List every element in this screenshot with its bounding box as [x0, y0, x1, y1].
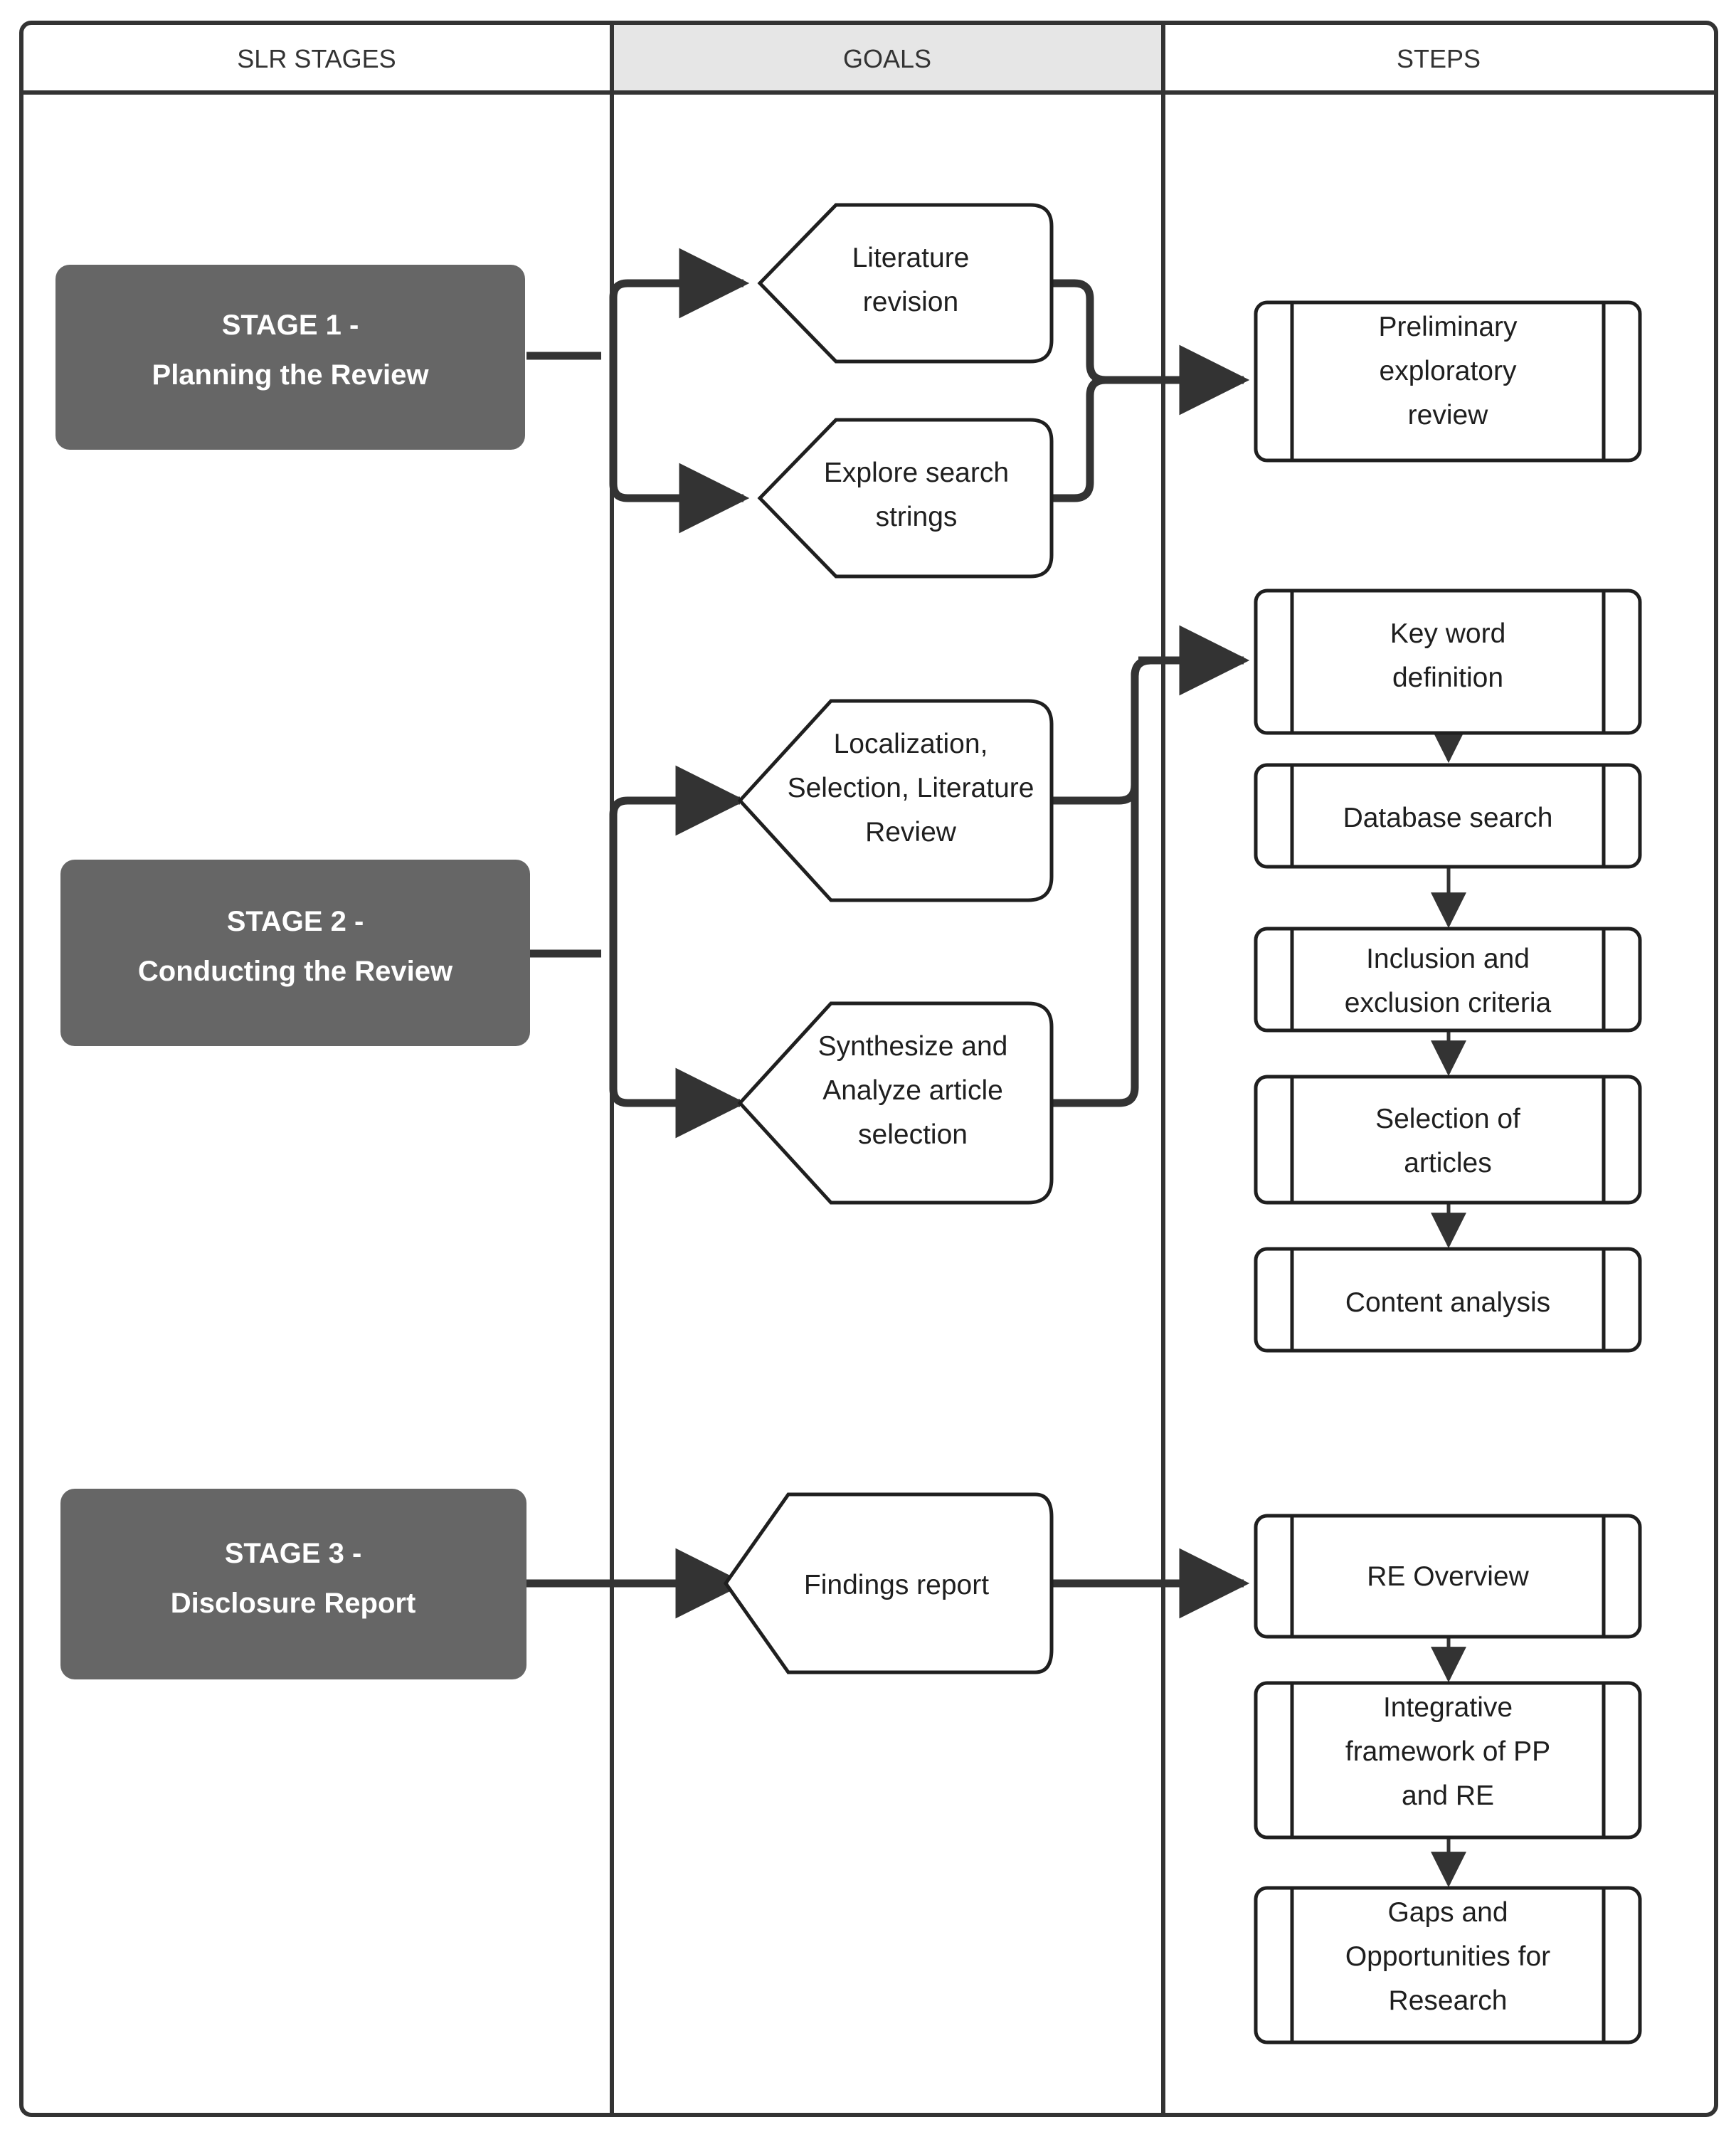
step-re-overview[interactable]: RE Overview: [1254, 1514, 1642, 1639]
step-integrative-framework-rect[interactable]: [1254, 1681, 1642, 1840]
goal-findings-report[interactable]: Findings report: [723, 1492, 1054, 1674]
goal-explore-search-strings-shape[interactable]: [757, 418, 1054, 579]
step-gaps-opportunities-line3: Research: [1389, 1985, 1508, 2016]
step-key-word-definition-line2: definition: [1392, 663, 1503, 693]
column-header-goals: GOALS: [843, 44, 931, 73]
goal-explore-search-strings-line2: strings: [876, 502, 958, 532]
goal-findings-report-label: Findings report: [804, 1570, 989, 1600]
step-integrative-framework-line1: Integrative: [1383, 1692, 1513, 1723]
step-integrative-framework-line3: and RE: [1402, 1780, 1494, 1811]
step-database-search[interactable]: Database search: [1254, 763, 1642, 869]
stage-3-rect[interactable]: [60, 1489, 526, 1679]
connector-stage2-to-synthesize: [609, 954, 746, 1139]
step-inclusion-exclusion-criteria[interactable]: Inclusion and exclusion criteria: [1254, 927, 1642, 1033]
step-inclusion-exclusion-criteria-rect[interactable]: [1254, 927, 1642, 1033]
step-gaps-opportunities-line1: Gaps and: [1387, 1897, 1508, 1928]
goal-findings-report-shape[interactable]: [723, 1492, 1054, 1674]
connector-group-stage1: [526, 248, 1250, 534]
step-preliminary-exploratory-review-line2: exploratory: [1380, 356, 1517, 386]
step-selection-of-articles-line2: articles: [1404, 1148, 1492, 1178]
goal-literature-revision-shape[interactable]: [757, 203, 1054, 364]
goal-localization-selection-line3: Review: [865, 817, 957, 848]
step-selection-of-articles-line1: Selection of: [1375, 1104, 1520, 1134]
goal-localization-selection[interactable]: Localization, Selection, Literature Revi…: [737, 699, 1054, 902]
goal-synthesize-analyze[interactable]: Synthesize and Analyze article selection: [737, 1001, 1054, 1205]
step-integrative-framework[interactable]: Integrative framework of PP and RE: [1254, 1681, 1642, 1840]
step-inclusion-exclusion-criteria-line2: exclusion criteria: [1345, 988, 1552, 1018]
goal-explore-search-strings-line1: Explore search: [824, 458, 1009, 488]
stage-3-line1: STAGE 3 -: [225, 1538, 362, 1569]
connector-group-stage2: [530, 625, 1250, 1139]
stage-1-line1: STAGE 1 -: [222, 310, 359, 341]
step-selection-of-articles-rect[interactable]: [1254, 1075, 1642, 1205]
step-key-word-definition-line1: Key word: [1390, 618, 1506, 649]
connector-stage2-to-localization: [609, 765, 746, 954]
step-database-search-rect[interactable]: [1254, 763, 1642, 869]
goal-literature-revision[interactable]: Literature revision: [757, 203, 1054, 364]
goal-localization-selection-shape[interactable]: [737, 699, 1054, 902]
step-preliminary-exploratory-review-line1: Preliminary: [1378, 312, 1518, 342]
stage-2-line1: STAGE 2 -: [227, 906, 364, 937]
column-header-steps: STEPS: [1397, 44, 1481, 73]
stage-1-line2: Planning the Review: [152, 359, 430, 391]
stage-2-rect[interactable]: [60, 860, 530, 1046]
stage-2-box[interactable]: STAGE 2 - Conducting the Review: [60, 860, 530, 1046]
goal-localization-selection-line2: Selection, Literature: [788, 773, 1034, 803]
step-re-overview-label: RE Overview: [1367, 1561, 1529, 1592]
step-selection-of-articles[interactable]: Selection of articles: [1254, 1075, 1642, 1205]
goal-synthesize-analyze-line3: selection: [858, 1119, 968, 1150]
connector-stage1-to-explore-search-strings: [609, 356, 750, 534]
step-gaps-opportunities[interactable]: Gaps and Opportunities for Research: [1254, 1886, 1642, 2044]
step-re-overview-rect[interactable]: [1254, 1514, 1642, 1639]
goal-synthesize-analyze-line1: Synthesize and: [818, 1031, 1008, 1062]
step-integrative-framework-line2: framework of PP: [1345, 1736, 1550, 1767]
step-gaps-opportunities-rect[interactable]: [1254, 1886, 1642, 2044]
column-header-slr-stages: SLR STAGES: [237, 44, 396, 73]
step-preliminary-exploratory-review-line3: review: [1408, 400, 1489, 431]
goal-literature-revision-line1: Literature: [852, 243, 970, 273]
step-inclusion-exclusion-criteria-line1: Inclusion and: [1366, 944, 1530, 974]
step-database-search-label: Database search: [1343, 803, 1553, 833]
goals-header-fill: [612, 25, 1163, 91]
step-content-analysis[interactable]: Content analysis: [1254, 1247, 1642, 1353]
stage-3-line2: Disclosure Report: [171, 1588, 416, 1619]
goal-synthesize-analyze-line2: Analyze article: [822, 1075, 1003, 1106]
step-preliminary-exploratory-review-rect[interactable]: [1254, 300, 1642, 463]
step-gaps-opportunities-line2: Opportunities for: [1345, 1941, 1550, 1972]
step-key-word-definition-rect[interactable]: [1254, 589, 1642, 735]
step-content-analysis-label: Content analysis: [1345, 1287, 1550, 1318]
step-content-analysis-rect[interactable]: [1254, 1247, 1642, 1353]
stage-1-rect[interactable]: [55, 265, 525, 450]
goal-synthesize-analyze-shape[interactable]: [737, 1001, 1054, 1205]
goal-localization-selection-line1: Localization,: [834, 729, 988, 759]
stage-3-box[interactable]: STAGE 3 - Disclosure Report: [60, 1489, 526, 1679]
connector-stage1-to-literature-revision: [609, 248, 750, 356]
goal-explore-search-strings[interactable]: Explore search strings: [757, 418, 1054, 579]
step-preliminary-exploratory-review[interactable]: Preliminary exploratory review: [1254, 300, 1642, 463]
stage-2-line2: Conducting the Review: [138, 956, 453, 987]
stage-1-box[interactable]: STAGE 1 - Planning the Review: [55, 265, 525, 450]
goal-literature-revision-line2: revision: [863, 287, 958, 317]
step-key-word-definition[interactable]: Key word definition: [1254, 589, 1642, 735]
